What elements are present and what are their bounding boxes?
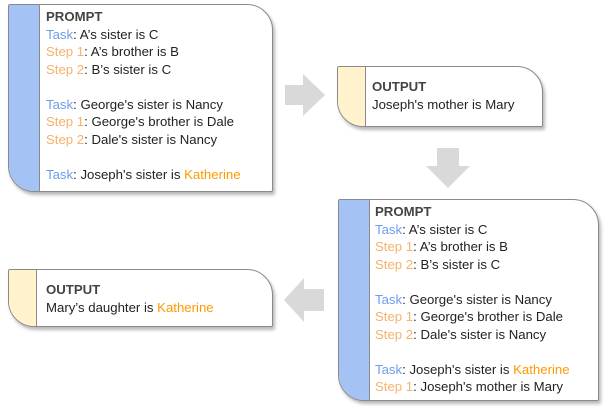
output-stripe — [338, 67, 366, 126]
arrow-down-icon — [426, 148, 470, 188]
prompt-line: Step 1: George's brother is Dale — [46, 114, 234, 129]
output-card-1: OUTPUT Joseph's mother is Mary — [337, 66, 543, 127]
prompt-line: Step 1: George's brother is Dale — [375, 309, 563, 324]
highlight-answer: Katherine — [184, 166, 241, 182]
prompt-line: Step 1: Joseph's mother is Mary — [375, 379, 563, 394]
prompt-card-2: PROMPT Task: A’s sister is C Step 1: A’s… — [338, 199, 599, 401]
output-title: OUTPUT — [372, 79, 427, 94]
prompt-stripe — [339, 200, 370, 400]
output-stripe — [9, 270, 37, 326]
output-text: Joseph's mother is Mary — [372, 96, 515, 112]
highlight-answer: Katherine — [513, 361, 570, 377]
prompt-line: Task: Joseph's sister is Katherine — [46, 166, 241, 182]
prompt-line: Task: Joseph's sister is Katherine — [375, 361, 570, 377]
output-title: OUTPUT — [46, 282, 101, 297]
prompt-line: Step 2: B’s sister is C — [375, 256, 501, 272]
arrow-left-icon — [284, 278, 324, 322]
prompt-line: Step 2: Dale's sister is Nancy — [46, 131, 218, 147]
prompt-line: Step 2: B’s sister is C — [46, 61, 172, 77]
output-card-2: OUTPUT Mary’s daughter is Katherine — [8, 269, 273, 327]
prompt-line: Step 1: A’s brother is B — [375, 239, 508, 254]
highlight-answer: Katherine — [157, 299, 214, 315]
output-text: Mary’s daughter is Katherine — [46, 299, 214, 315]
prompt-line: Task: George's sister is Nancy — [375, 291, 552, 307]
prompt-card-1: PROMPT Task: A’s sister is C Step 1: A’s… — [8, 4, 273, 192]
prompt-line: Task: A’s sister is C — [375, 221, 488, 237]
arrow-right-icon — [285, 74, 325, 116]
prompt-stripe — [9, 5, 40, 191]
prompt-line: Task: A’s sister is C — [46, 26, 159, 42]
prompt-line: Task: George's sister is Nancy — [46, 96, 223, 112]
prompt-title: PROMPT — [46, 9, 103, 24]
prompt-line: Step 2: Dale's sister is Nancy — [375, 326, 547, 342]
prompt-line: Step 1: A’s brother is B — [46, 44, 179, 59]
prompt-title: PROMPT — [375, 204, 432, 219]
